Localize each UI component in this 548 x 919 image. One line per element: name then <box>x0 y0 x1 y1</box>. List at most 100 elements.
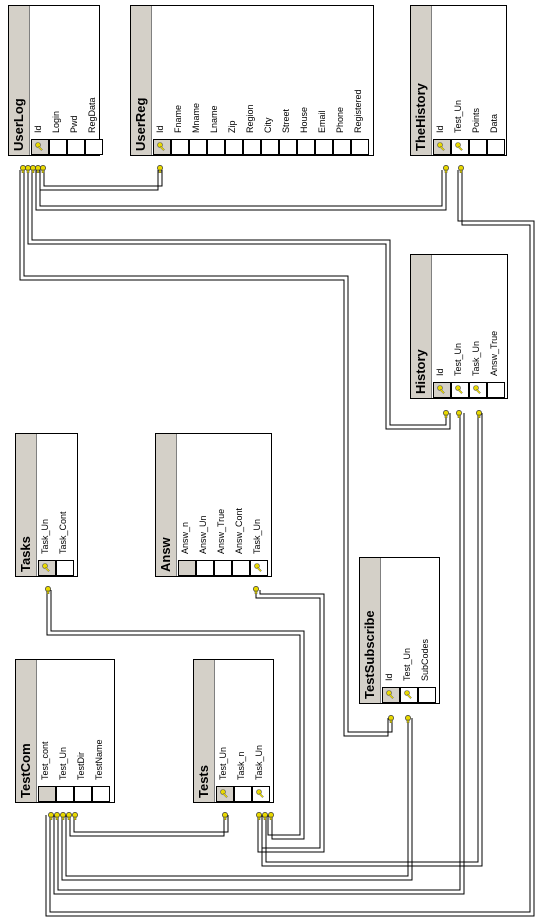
column-city[interactable]: City <box>261 6 279 155</box>
column-test-un[interactable]: Test_Un <box>451 255 469 398</box>
column-selector[interactable] <box>38 786 56 802</box>
table-title-bar[interactable]: UserLog <box>9 6 30 155</box>
column-selector[interactable] <box>315 139 333 155</box>
column-zip[interactable]: Zip <box>225 6 243 155</box>
column-selector[interactable] <box>232 560 250 576</box>
column-email[interactable]: Email <box>315 6 333 155</box>
column-selector[interactable] <box>243 139 261 155</box>
column-id[interactable]: Id <box>433 255 451 398</box>
column-answ-true[interactable]: Answ_True <box>214 434 232 576</box>
column-region[interactable]: Region <box>243 6 261 155</box>
column-selector[interactable] <box>487 139 505 155</box>
column-subcodes[interactable]: SubCodes <box>418 558 436 703</box>
column-testname[interactable]: TestName <box>92 660 110 802</box>
column-selector[interactable] <box>171 139 189 155</box>
table-title-bar[interactable]: UserReg <box>131 6 152 155</box>
column-task-un[interactable]: Task_Un <box>469 255 487 398</box>
column-selector[interactable] <box>31 139 49 155</box>
column-answ-n[interactable]: Answ_n <box>178 434 196 576</box>
column-registered[interactable]: Registered <box>351 6 369 155</box>
column-testdir[interactable]: TestDir <box>74 660 92 802</box>
column-selector[interactable] <box>207 139 225 155</box>
column-id[interactable]: Id <box>31 6 49 155</box>
column-selector[interactable] <box>67 139 85 155</box>
column-answ-un[interactable]: Answ_Un <box>196 434 214 576</box>
column-selector[interactable] <box>433 382 451 398</box>
column-selector[interactable] <box>469 382 487 398</box>
column-id[interactable]: Id <box>382 558 400 703</box>
column-id[interactable]: Id <box>153 6 171 155</box>
column-selector[interactable] <box>196 560 214 576</box>
column-id[interactable]: Id <box>433 6 451 155</box>
table-title-bar[interactable]: TestSubscribe <box>360 558 381 703</box>
column-selector[interactable] <box>56 786 74 802</box>
column-selector[interactable] <box>250 560 268 576</box>
column-selector[interactable] <box>487 382 505 398</box>
column-login[interactable]: Login <box>49 6 67 155</box>
table-title-bar[interactable]: History <box>411 255 432 398</box>
column-street[interactable]: Street <box>279 6 297 155</box>
column-task-un[interactable]: Task_Un <box>252 660 270 802</box>
table-title-bar[interactable]: TheHistory <box>411 6 432 155</box>
column-selector[interactable] <box>279 139 297 155</box>
column-mname[interactable]: Mname <box>189 6 207 155</box>
column-data[interactable]: Data <box>487 6 505 155</box>
column-phone[interactable]: Phone <box>333 6 351 155</box>
column-selector[interactable] <box>351 139 369 155</box>
column-test-un[interactable]: Test_Un <box>216 660 234 802</box>
column-test-un[interactable]: Test_Un <box>400 558 418 703</box>
column-selector[interactable] <box>333 139 351 155</box>
column-selector[interactable] <box>382 687 400 703</box>
column-test-un[interactable]: Test_Un <box>56 660 74 802</box>
column-selector[interactable] <box>153 139 171 155</box>
column-selector[interactable] <box>261 139 279 155</box>
column-selector[interactable] <box>418 687 436 703</box>
column-selector[interactable] <box>214 560 232 576</box>
column-house[interactable]: House <box>297 6 315 155</box>
column-selector[interactable] <box>234 786 252 802</box>
column-lname[interactable]: Lname <box>207 6 225 155</box>
column-selector[interactable] <box>38 560 56 576</box>
column-selector[interactable] <box>178 560 196 576</box>
column-selector[interactable] <box>469 139 487 155</box>
column-fname[interactable]: Fname <box>171 6 189 155</box>
column-selector[interactable] <box>433 139 451 155</box>
column-points[interactable]: Points <box>469 6 487 155</box>
column-selector[interactable] <box>252 786 270 802</box>
column-selector[interactable] <box>225 139 243 155</box>
column-test-cont[interactable]: Test_cont <box>38 660 56 802</box>
column-selector[interactable] <box>56 560 74 576</box>
column-pwd[interactable]: Pwd <box>67 6 85 155</box>
column-selector[interactable] <box>451 139 469 155</box>
column-selector[interactable] <box>400 687 418 703</box>
column-selector[interactable] <box>74 786 92 802</box>
column-selector[interactable] <box>451 382 469 398</box>
column-selector[interactable] <box>49 139 67 155</box>
column-selector[interactable] <box>85 139 103 155</box>
column-test-un[interactable]: Test_Un <box>451 6 469 155</box>
table-title-bar[interactable]: Answ <box>156 434 177 576</box>
table-title-bar[interactable]: Tests <box>194 660 215 802</box>
column-regdata[interactable]: RegData <box>85 6 103 155</box>
column-task-un[interactable]: Task_Un <box>250 434 268 576</box>
column-selector[interactable] <box>297 139 315 155</box>
column-selector[interactable] <box>92 786 110 802</box>
column-selector[interactable] <box>216 786 234 802</box>
table-title-bar[interactable]: Tasks <box>16 434 37 576</box>
column-selector[interactable] <box>189 139 207 155</box>
column-task-n[interactable]: Task_n <box>234 660 252 802</box>
column-answ-true[interactable]: Answ_True <box>487 255 505 398</box>
column-task-cont[interactable]: Task_Cont <box>56 434 74 576</box>
column-answ-cont[interactable]: Answ_Cont <box>232 434 250 576</box>
column-task-un[interactable]: Task_Un <box>38 434 56 576</box>
table-title-bar[interactable]: TestCom <box>16 660 37 802</box>
